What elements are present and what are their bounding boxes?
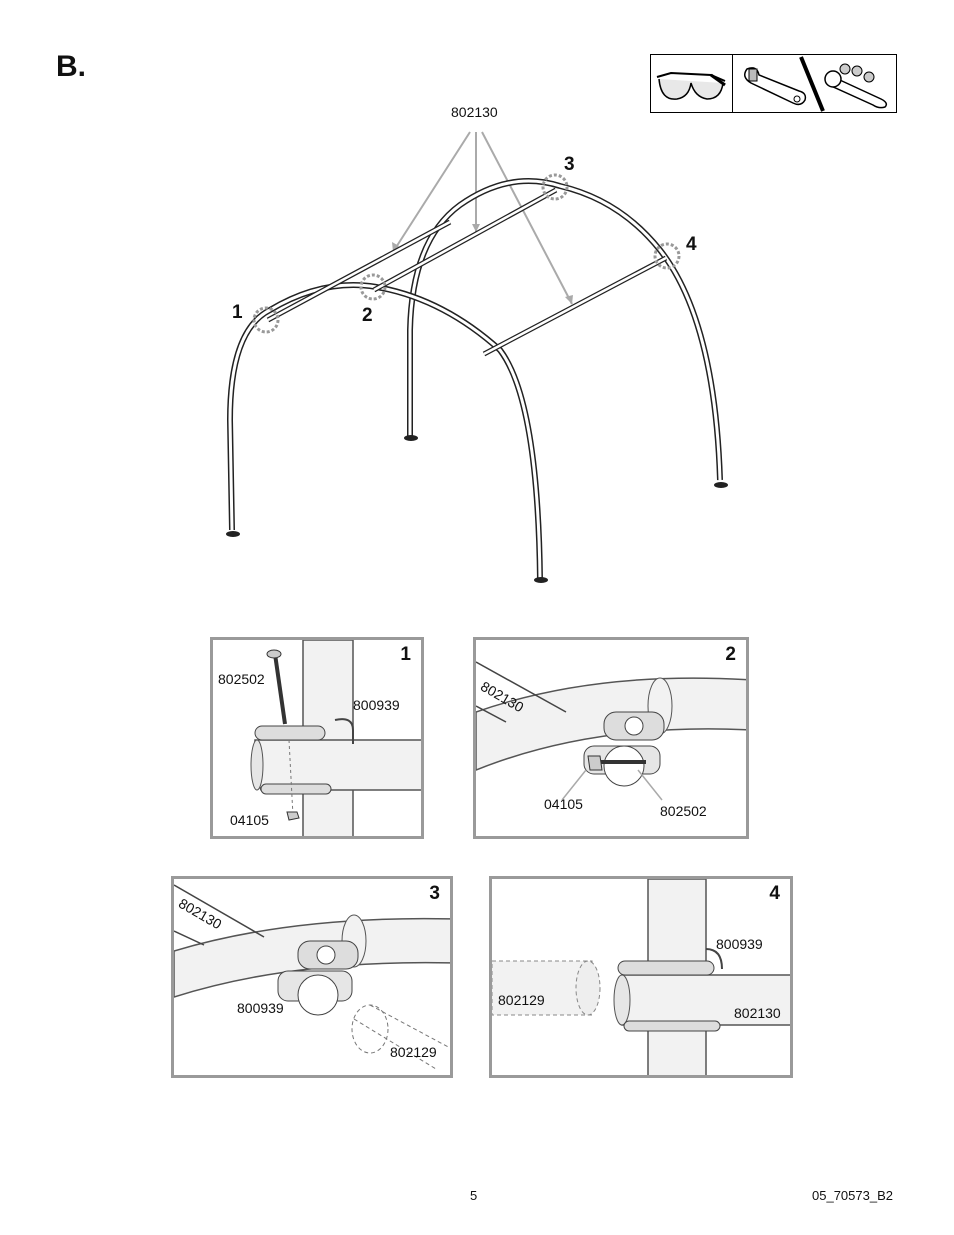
detail-label: 04105 [230,812,269,828]
canopy-frame-overview [226,131,728,583]
detail-label: 800939 [353,697,400,713]
detail-label: 802129 [390,1044,437,1060]
callout-number-4: 4 [686,234,697,255]
detail-label: 802129 [498,992,545,1008]
required-tools-box [650,54,897,113]
adjustable-wrench-icon [744,67,807,106]
detail-label: 802502 [218,671,265,687]
detail-label: 802502 [660,803,707,819]
step-letter: B. [56,50,86,83]
detail-panel-2: 2 802130 04105 802502 [473,637,749,839]
callout-number-1: 1 [232,302,243,323]
callout-number-2: 2 [362,305,373,326]
document-code: 05_70573_B2 [812,1188,893,1203]
detail-label: 800939 [716,936,763,952]
detail-number: 2 [725,644,736,665]
detail-label: 04105 [544,796,583,812]
detail-panel-3: 3 802130 800939 802129 [171,876,453,1078]
detail-label: 800939 [237,1000,284,1016]
detail-number: 1 [400,644,411,665]
detail-number: 3 [429,883,440,904]
callout-number-3: 3 [564,154,575,175]
callout-circle-1 [252,306,280,334]
tools-cell [733,55,896,112]
detail-panel-4: 4 800939 802129 802130 [489,876,793,1078]
page-number: 5 [470,1188,478,1203]
overview-part-label: 802130 [451,104,498,120]
safety-glasses-icon [651,55,733,112]
callout-circle-2 [359,273,387,301]
callout-circle-3 [541,173,569,201]
socket-wrench-icon [824,63,888,109]
part-pointer-lines [392,131,573,305]
detail-label: 802130 [734,1005,781,1021]
detail-number: 4 [769,883,780,904]
detail-panel-1: 1 802502 800939 04105 [210,637,424,839]
callout-circle-4 [653,242,681,270]
